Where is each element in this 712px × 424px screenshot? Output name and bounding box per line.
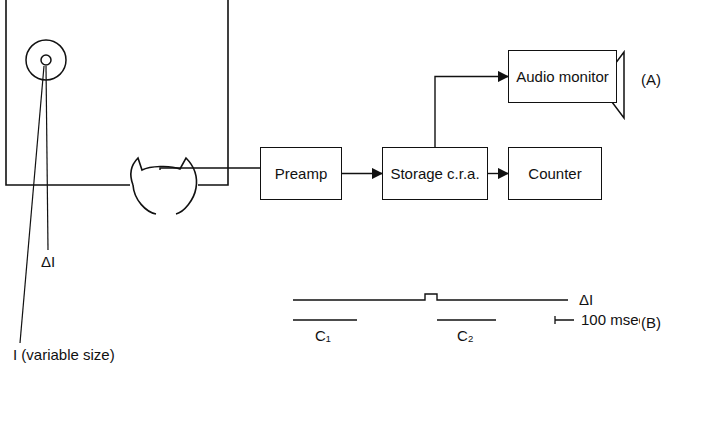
counter-box: Counter <box>508 147 602 200</box>
box-label: Storage c.r.a. <box>390 165 479 183</box>
panel-letter: (B) <box>640 315 662 332</box>
scale-bar <box>555 316 574 324</box>
count-window <box>293 319 357 320</box>
window-label: C₂ <box>456 328 475 345</box>
box-label: Preamp <box>275 165 328 183</box>
box-label: Audio monitor <box>516 68 609 86</box>
trace-label: ΔI <box>578 292 594 309</box>
window-label: C₁ <box>314 328 332 345</box>
test-spot <box>41 55 51 65</box>
enclosure <box>6 0 228 185</box>
leader-line <box>46 66 48 250</box>
box-label: Counter <box>528 165 581 183</box>
stimulus-label: I (variable size) <box>12 347 116 364</box>
amplifier-box: Preamp <box>260 147 342 200</box>
leader-line <box>20 66 44 343</box>
panel-letter: (A) <box>640 72 662 89</box>
count-window <box>437 319 496 320</box>
stimulus-label: ΔI <box>40 254 56 271</box>
cat-head <box>131 158 197 214</box>
audio-monitor-box: Audio monitor <box>508 50 617 103</box>
storage-scope-box: Storage c.r.a. <box>382 147 488 200</box>
stimulus-trace <box>293 294 568 300</box>
signal-arrow <box>488 173 508 174</box>
scale-label: 100 msec <box>580 312 647 329</box>
signal-arrow <box>435 77 508 148</box>
signal-arrow <box>342 173 382 174</box>
electrode-wire <box>160 168 260 170</box>
